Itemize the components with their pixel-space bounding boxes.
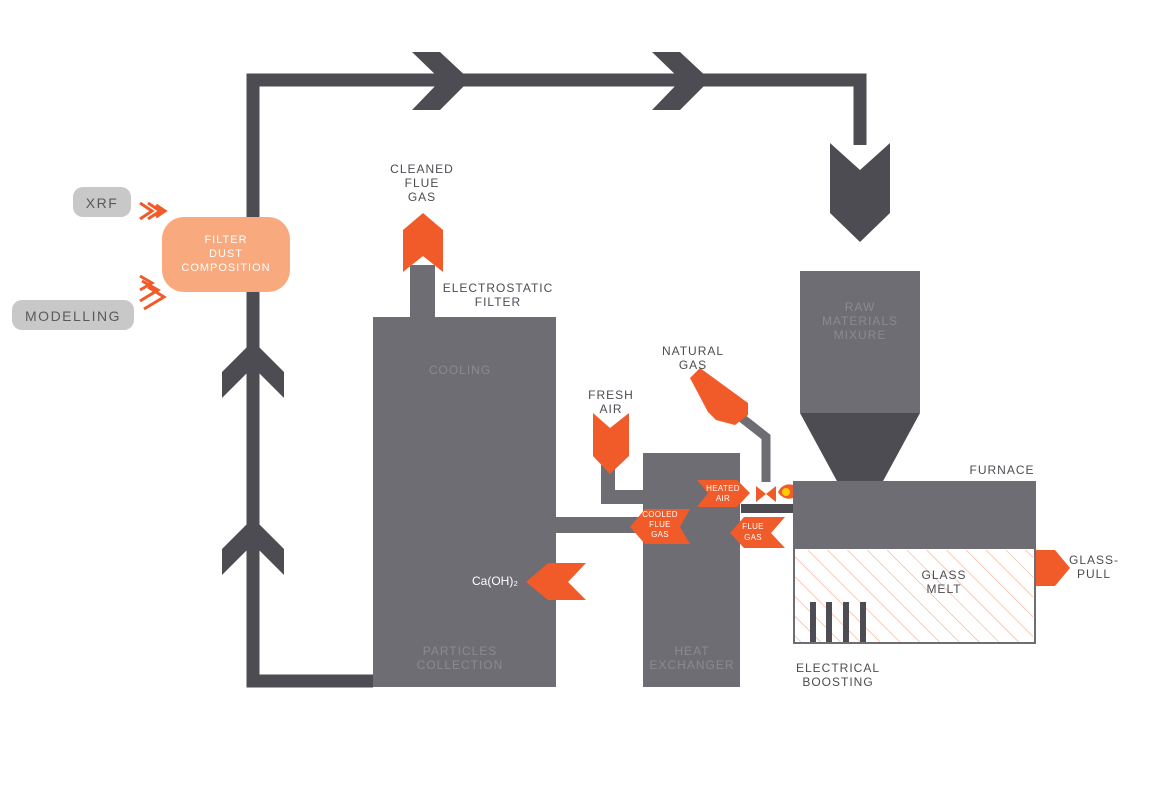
filter-dust-composition: FILTER DUST COMPOSITION [162,217,290,292]
caoh2-arrow-icon [526,563,586,600]
furnace: GLASS MELT [793,481,1036,644]
cooling-label: COOLING [429,363,491,377]
electrostatic-line-2: FILTER [475,295,521,309]
glass-pull-arrow-icon [1036,550,1070,586]
glass-pull-line-2: PULL [1077,567,1111,581]
glass-melt-hatch [795,550,1033,642]
electrode-icon [826,602,832,642]
fresh-air-pipe [601,465,643,504]
natural-gas-line-2: GAS [679,358,707,372]
heated-air-line-2: AIR [716,494,730,503]
flue-gas-arrow: FLUE GAS [730,517,785,548]
fresh-air-line-2: AIR [599,402,622,416]
burner-valve-icon [756,486,776,502]
heat-exchanger-line-1: HEAT [674,644,709,658]
fresh-air-line-1: FRESH [588,388,634,402]
heat-exchanger-line-2: EXCHANGER [649,658,734,672]
flame-core-icon [782,488,790,496]
electrode-icon [843,602,849,642]
raw-materials-line-2: MATERIALS [822,314,898,328]
flow-chevron-right-icon [412,52,470,110]
flow-arrow-down-icon [830,143,890,242]
filter-column [373,317,556,687]
cleaned-line-1: CLEANED [390,162,454,176]
cleaned-line-3: GAS [408,190,436,204]
electrode-icon [810,602,816,642]
heated-air-arrow: HEATED AIR [697,480,750,507]
flue-gas-pipe [556,517,643,533]
furnace-label: FURNACE [969,463,1034,477]
cooled-flue-gas-arrow: COOLED FLUE GAS [630,509,690,544]
natural-gas-arrow-icon [690,368,748,425]
modelling-label: MODELLING [25,308,121,324]
furnace-chamber [793,481,1036,547]
natural-gas-pipe [735,411,771,482]
filter-dust-line-2: DUST [209,248,243,260]
flue-gas-line-1: FLUE [742,522,764,531]
electrostatic-filter: COOLING PARTICLES COLLECTION [373,265,556,687]
raw-materials-line-1: RAW [845,300,876,314]
heat-exchanger: HEAT EXCHANGER [643,453,740,687]
cooled-line-2: FLUE [649,520,671,529]
fresh-air-arrow-icon [593,413,629,474]
electrode-icon [860,602,866,642]
glass-pull-line-1: GLASS- [1069,553,1119,567]
particles-line-2: COLLECTION [417,658,504,672]
burner-base [741,504,793,513]
boosting-line-2: BOOSTING [802,675,873,689]
filter-dust-line-3: COMPOSITION [181,262,270,274]
filter-dust-line-1: FILTER [204,234,247,246]
cooled-line-3: GAS [651,530,669,539]
boosting-line-1: ELECTRICAL [796,661,880,675]
electrostatic-line-1: ELECTROSTATIC [443,281,554,295]
flow-chevron-up-icon [222,341,284,398]
xrf-arrow-icon [139,201,168,221]
glass-melt-line-1: GLASS [921,568,966,582]
recirculation-loop [222,52,890,688]
heated-air-line-1: HEATED [706,484,740,493]
filter-stack [410,265,435,320]
cooled-line-1: COOLED [642,510,678,519]
modelling-arrow-icon [139,274,167,311]
cleaned-line-2: FLUE [405,176,440,190]
xrf-label: XRF [86,195,119,211]
glass-melt-line-2: MELT [926,582,961,596]
caoh2-label: Ca(OH)₂ [472,574,518,588]
cleaned-flue-gas-arrow-icon [403,213,443,272]
input-xrf: XRF [73,187,131,217]
natural-gas-line-1: NATURAL [662,344,724,358]
flue-gas-line-2: GAS [744,533,762,542]
raw-materials-hopper: RAW MATERIALS MIXURE [800,271,920,483]
flow-chevron-right-icon [652,52,710,110]
raw-materials-line-3: MIXURE [834,328,887,342]
input-modelling: MODELLING [12,300,134,330]
flow-chevron-up-icon [222,518,284,575]
particles-line-1: PARTICLES [423,644,498,658]
